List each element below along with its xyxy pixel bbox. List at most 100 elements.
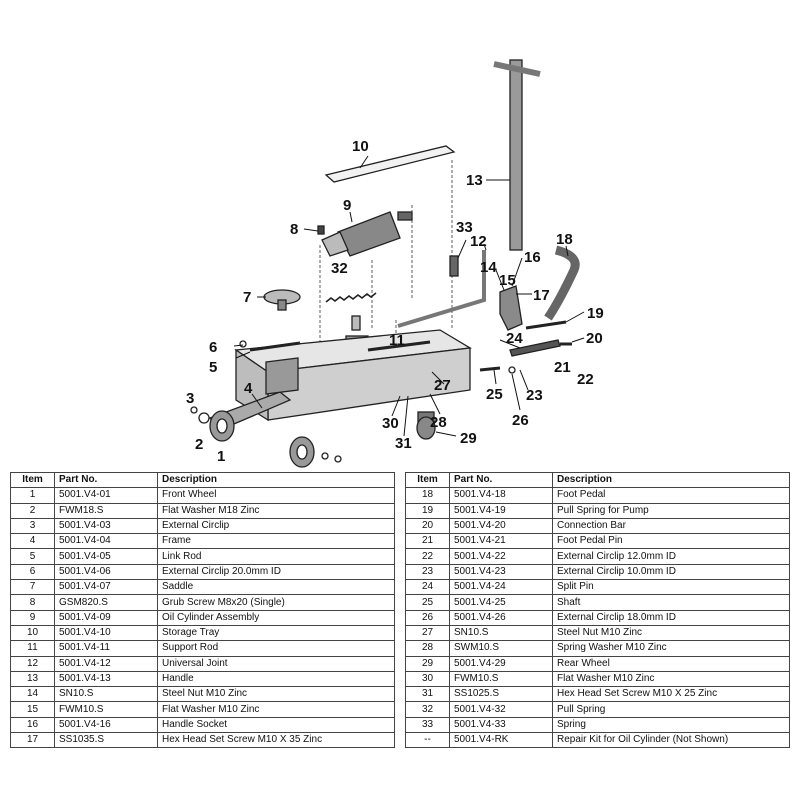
cell-description: Handle Socket — [157, 716, 395, 734]
cell-part-no: 5001.V4-33 — [449, 716, 553, 734]
cell-part-no: FWM10.S — [449, 670, 553, 688]
cell-part-no: 5001.V4-26 — [449, 609, 553, 626]
front-washer-part — [198, 412, 210, 424]
callout-19: 19 — [587, 305, 604, 322]
cell-description: Pull Spring for Pump — [552, 502, 790, 519]
leader-lines — [233, 155, 585, 437]
cell-description: Hex Head Set Screw M10 X 35 Zinc — [157, 732, 395, 749]
cell-item: 13 — [10, 670, 55, 688]
header-part-no: Part No. — [449, 471, 553, 489]
cell-part-no: SN10.S — [54, 686, 158, 703]
callout-7: 7 — [243, 289, 251, 306]
cell-description: Hex Head Set Screw M10 X 25 Zinc — [552, 686, 790, 703]
cell-item: 23 — [405, 563, 450, 581]
callout-6: 6 — [209, 339, 217, 356]
cell-description: Rear Wheel — [552, 655, 790, 672]
rear-wheel-part — [416, 411, 436, 440]
cell-item: 26 — [405, 609, 450, 626]
callout-14: 14 — [480, 259, 497, 276]
table-header-row: Item Part No. Description — [405, 471, 790, 489]
header-item: Item — [10, 471, 55, 489]
foot-pedal-part — [544, 245, 580, 321]
cell-part-no: SS1035.S — [54, 732, 158, 749]
callout-33: 33 — [456, 219, 473, 236]
cell-part-no: 5001.V4-07 — [54, 579, 158, 596]
external-circlip-part — [239, 340, 247, 348]
connection-bar-part — [509, 339, 561, 357]
cell-item: 28 — [405, 640, 450, 657]
cell-part-no: 5001.V4-22 — [449, 548, 553, 565]
cell-description: Connection Bar — [552, 517, 790, 535]
callout-10: 10 — [352, 138, 369, 155]
cell-part-no: 5001.V4-24 — [449, 579, 553, 596]
cell-item: 12 — [10, 655, 55, 672]
cell-part-no: 5001.V4-25 — [449, 594, 553, 611]
cell-part-no: SN10.S — [449, 624, 553, 642]
callout-17: 17 — [533, 287, 550, 304]
cell-description: Frame — [157, 533, 395, 550]
cell-description: Spring — [552, 716, 790, 734]
cell-item: 6 — [10, 563, 55, 581]
cell-part-no: 5001.V4-23 — [449, 563, 553, 581]
frame-part — [208, 329, 472, 431]
callout-9: 9 — [343, 197, 351, 214]
pull-spring-part — [325, 292, 377, 303]
cell-part-no: 5001.V4-20 — [449, 517, 553, 535]
callout-2: 2 — [195, 436, 203, 453]
cell-description: Grub Screw M8x20 (Single) — [157, 594, 395, 611]
callout-29: 29 — [460, 430, 477, 447]
callout-15: 15 — [499, 272, 516, 289]
cell-description: Repair Kit for Oil Cylinder (Not Shown) — [552, 732, 790, 749]
cell-item: 24 — [405, 579, 450, 596]
front-circlip-part — [190, 406, 198, 414]
cell-item: 20 — [405, 517, 450, 535]
cell-item: 30 — [405, 670, 450, 688]
cell-part-no: 5001.V4-RK — [449, 732, 553, 749]
cell-item: 17 — [10, 732, 55, 749]
support-rod-part — [367, 340, 431, 352]
header-part-no: Part No. — [54, 471, 158, 489]
cell-part-no: 5001.V4-09 — [54, 609, 158, 626]
callout-3: 3 — [186, 390, 194, 407]
cell-description: Flat Washer M10 Zinc — [552, 670, 790, 688]
cell-item: 25 — [405, 594, 450, 611]
callout-12: 12 — [470, 233, 487, 250]
cell-part-no: 5001.V4-29 — [449, 655, 553, 672]
cell-item: 5 — [10, 548, 55, 565]
cell-item: 7 — [10, 579, 55, 596]
callout-labels: 1 2 3 4 5 6 7 8 9 10 11 12 13 14 15 16 1… — [186, 138, 604, 465]
cell-description: Split Pin — [552, 579, 790, 596]
cell-part-no: SWM10.S — [449, 640, 553, 657]
cell-item: 8 — [10, 594, 55, 611]
cell-part-no: 5001.V4-19 — [449, 502, 553, 519]
cell-description: External Circlip 12.0mm ID — [552, 548, 790, 565]
cell-description: Storage Tray — [157, 624, 395, 642]
cell-part-no: FWM18.S — [54, 502, 158, 519]
table-header-row: Item Part No. Description — [10, 471, 395, 489]
storage-tray-part — [324, 145, 456, 183]
cell-item: 2 — [10, 502, 55, 519]
cell-part-no: 5001.V4-21 — [449, 533, 553, 550]
cell-item: -- — [405, 732, 450, 749]
universal-joint-part — [397, 250, 486, 328]
cell-item: 29 — [405, 655, 450, 672]
cell-description: Flat Washer M10 Zinc — [157, 701, 395, 718]
